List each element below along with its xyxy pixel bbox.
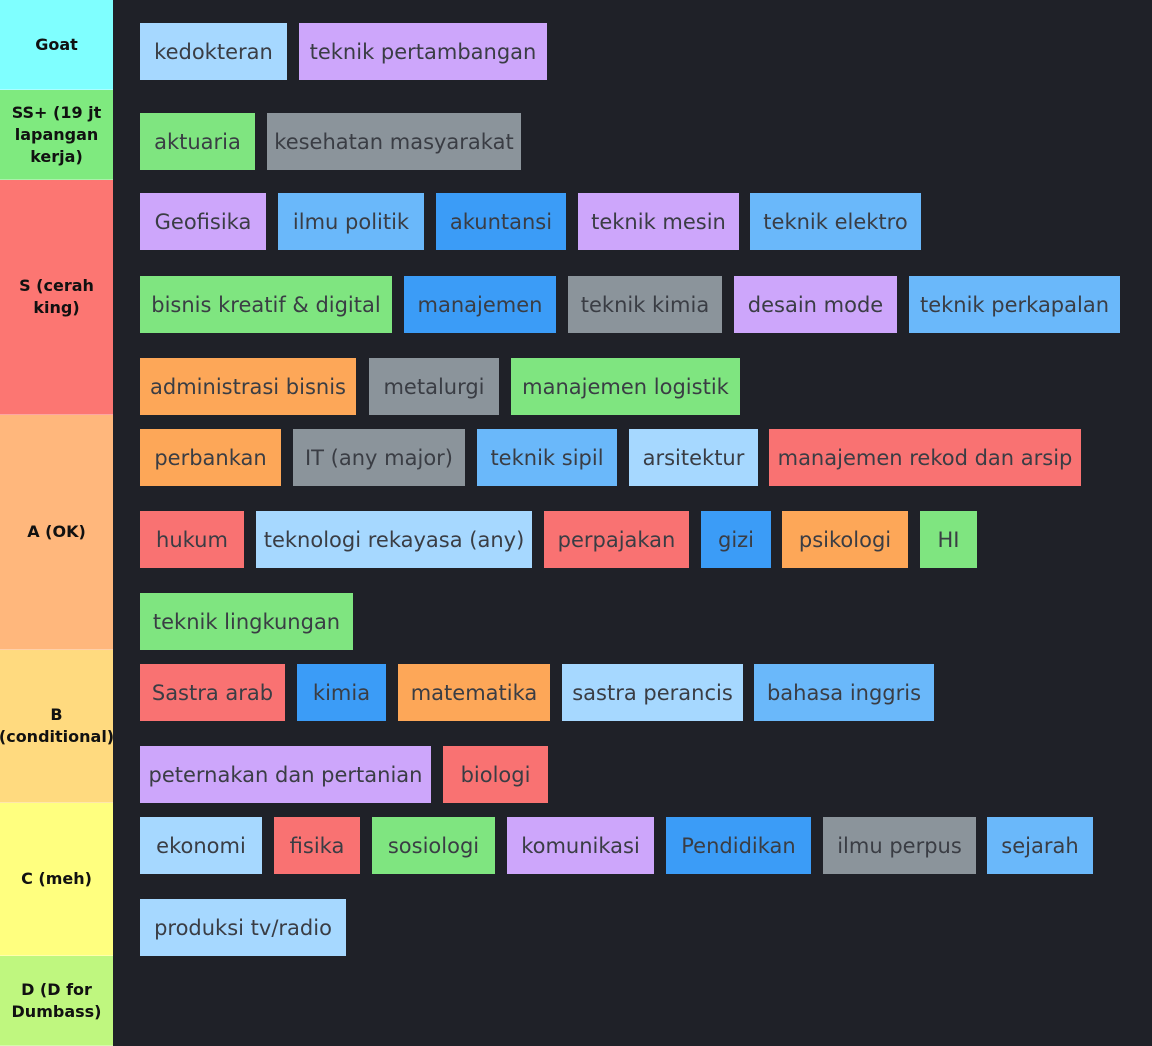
tier-item[interactable]: manajemen rekod dan arsip xyxy=(769,429,1081,486)
tier-item[interactable]: fisika xyxy=(274,817,360,874)
tier-item[interactable]: kimia xyxy=(297,664,386,721)
tier-item[interactable]: manajemen xyxy=(404,276,556,333)
tier-items-zone[interactable] xyxy=(113,956,1152,1046)
tier-item[interactable]: kesehatan masyarakat xyxy=(267,113,521,170)
tier-label[interactable]: D (D for Dumbass) xyxy=(0,956,113,1046)
tier-item[interactable]: Geofisika xyxy=(140,193,266,250)
tier-item[interactable]: teknik sipil xyxy=(477,429,617,486)
tier-label[interactable]: B (conditional) xyxy=(0,650,114,803)
tier-item[interactable]: ilmu perpus xyxy=(823,817,976,874)
tier-item[interactable]: manajemen logistik xyxy=(511,358,740,415)
tier-item[interactable]: teknik lingkungan xyxy=(140,593,353,650)
tier-label[interactable]: C (meh) xyxy=(0,803,113,956)
tier-label[interactable]: A (OK) xyxy=(0,415,113,650)
tier-item[interactable]: teknik elektro xyxy=(750,193,921,250)
tier-item[interactable]: sejarah xyxy=(987,817,1093,874)
tier-item[interactable]: aktuaria xyxy=(140,113,255,170)
tier-item[interactable]: akuntansi xyxy=(436,193,566,250)
tier-item[interactable]: bahasa inggris xyxy=(754,664,934,721)
tier-item[interactable]: metalurgi xyxy=(369,358,499,415)
tier-item[interactable]: perpajakan xyxy=(544,511,689,568)
tier-item[interactable]: teknik kimia xyxy=(568,276,722,333)
tier-item[interactable]: Sastra arab xyxy=(140,664,285,721)
tier-item[interactable]: hukum xyxy=(140,511,244,568)
tier-item[interactable]: perbankan xyxy=(140,429,281,486)
tier-item[interactable]: sastra perancis xyxy=(562,664,743,721)
tier-item[interactable]: gizi xyxy=(701,511,771,568)
tier-item[interactable]: Pendidikan xyxy=(666,817,811,874)
tier-label[interactable]: SS+ (19 jt lapangan kerja) xyxy=(0,90,113,180)
tier-item[interactable]: teknik perkapalan xyxy=(909,276,1120,333)
tier-row: D (D for Dumbass) xyxy=(0,956,1152,1046)
tier-item[interactable]: teknik mesin xyxy=(578,193,739,250)
tier-item[interactable]: bisnis kreatif & digital xyxy=(140,276,392,333)
tier-label[interactable]: S (cerah king) xyxy=(0,180,113,415)
tier-item[interactable]: arsitektur xyxy=(629,429,758,486)
tier-item[interactable]: teknik pertambangan xyxy=(299,23,547,80)
tier-item[interactable]: psikologi xyxy=(782,511,908,568)
tier-item[interactable]: IT (any major) xyxy=(293,429,465,486)
tier-item[interactable]: kedokteran xyxy=(140,23,287,80)
tier-item[interactable]: produksi tv/radio xyxy=(140,899,346,956)
tier-item[interactable]: komunikasi xyxy=(507,817,654,874)
tier-item[interactable]: desain mode xyxy=(734,276,897,333)
tier-item[interactable]: sosiologi xyxy=(372,817,495,874)
tier-item[interactable]: matematika xyxy=(398,664,550,721)
tier-item[interactable]: biologi xyxy=(443,746,548,803)
tier-item[interactable]: administrasi bisnis xyxy=(140,358,356,415)
tier-label[interactable]: Goat xyxy=(0,0,113,90)
tier-item[interactable]: HI xyxy=(920,511,977,568)
tier-item[interactable]: ekonomi xyxy=(140,817,262,874)
tier-item[interactable]: peternakan dan pertanian xyxy=(140,746,431,803)
tier-item[interactable]: teknologi rekayasa (any) xyxy=(256,511,532,568)
tier-item[interactable]: ilmu politik xyxy=(278,193,424,250)
